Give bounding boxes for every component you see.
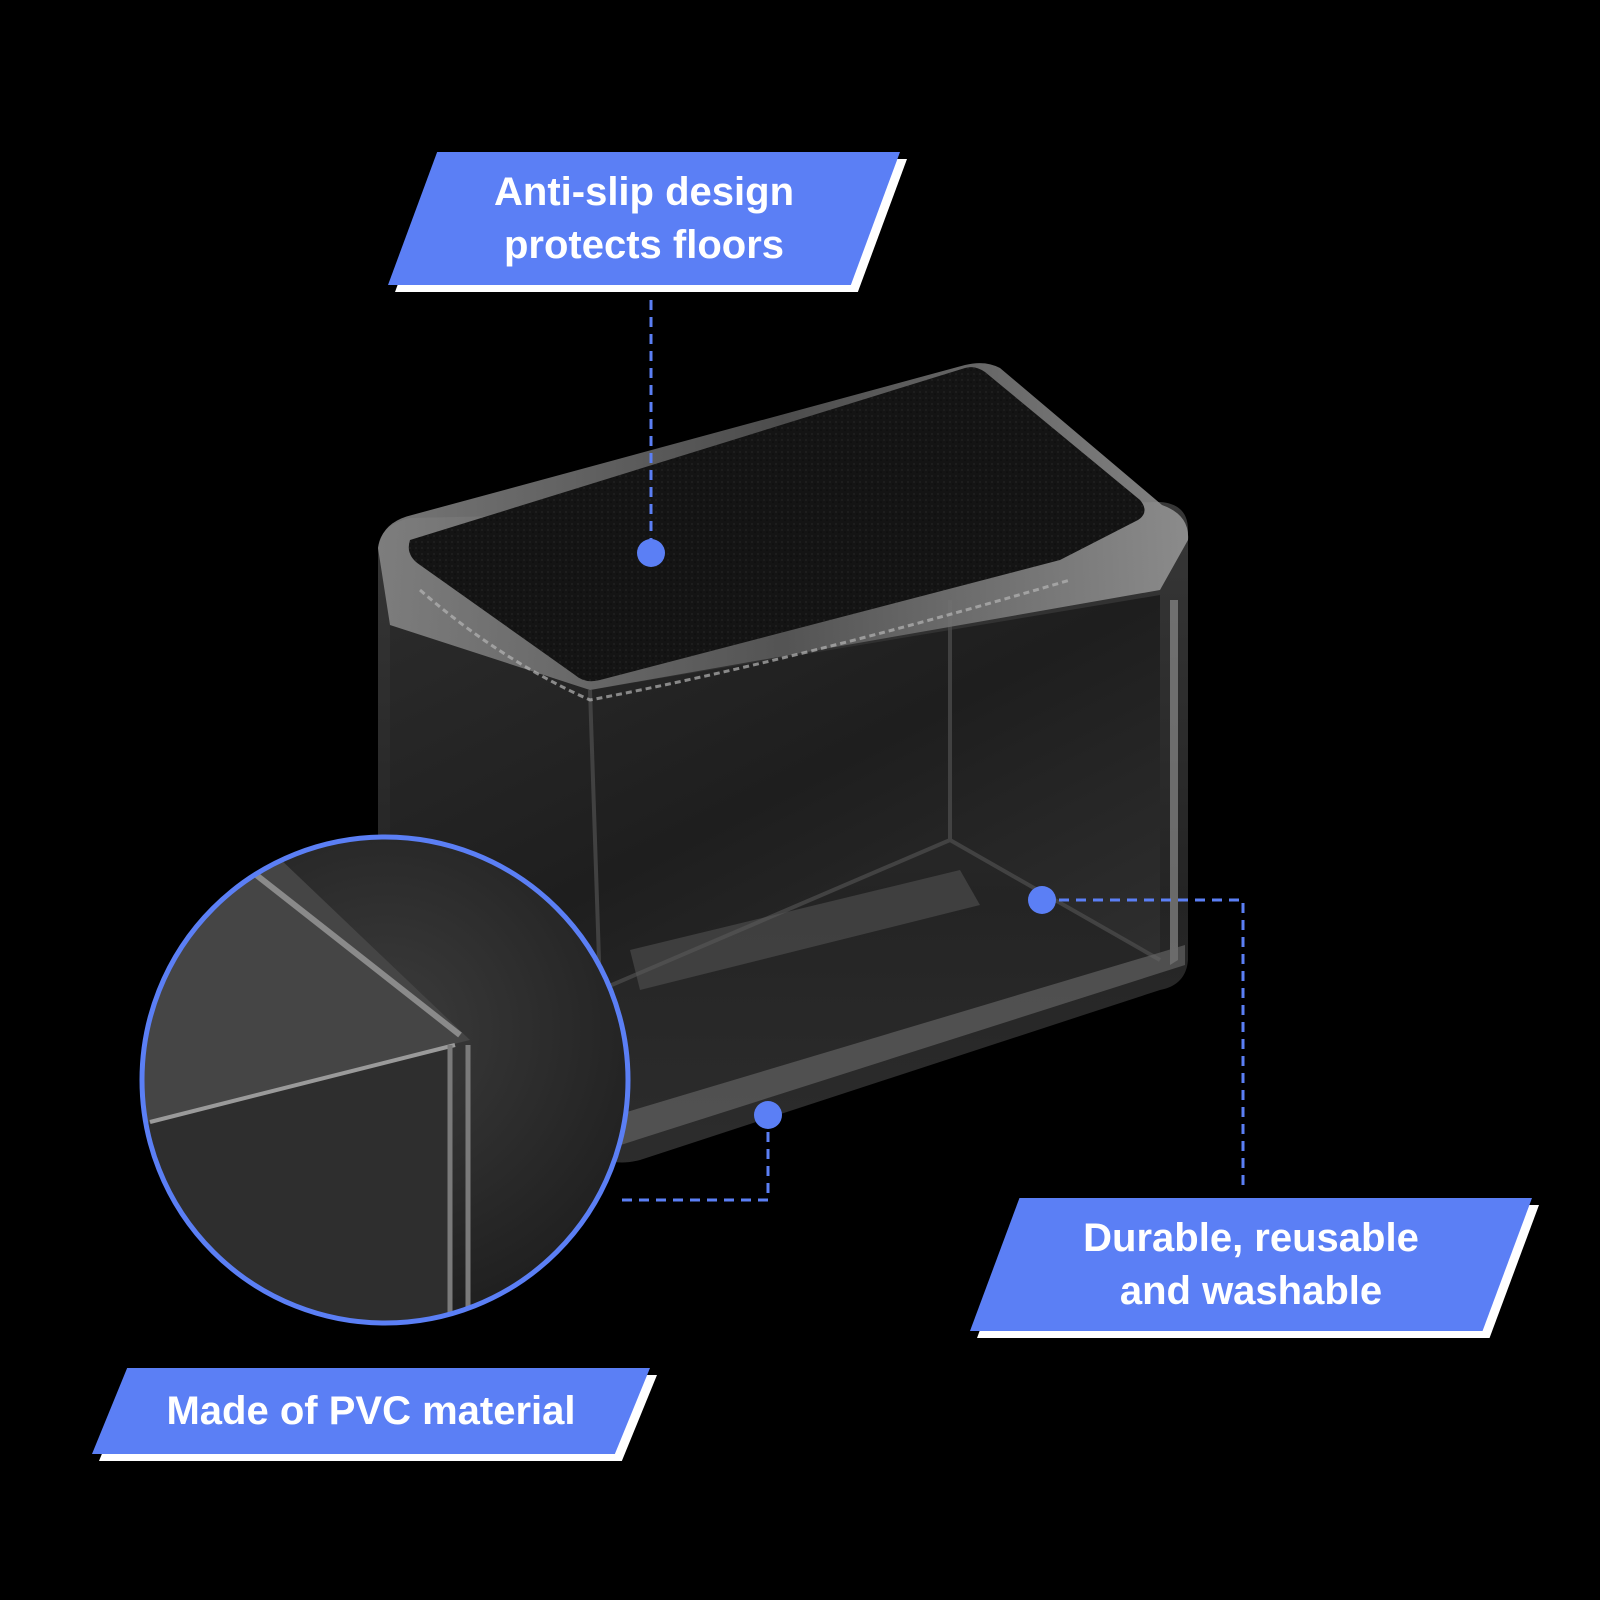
- cap-bottom-lip: [600, 945, 1185, 1150]
- callout-text: Anti-slip design protects floors: [494, 169, 794, 267]
- callout-face: [92, 1368, 650, 1454]
- anchor-dot-right: [1028, 886, 1056, 914]
- connector-right: [1042, 898, 1245, 1190]
- zoom-inset: [139, 834, 631, 1326]
- anchor-dot-top: [637, 539, 665, 567]
- connector-left: [620, 1115, 770, 1202]
- callout-anti-slip: Anti-slip design protects floors: [388, 152, 907, 292]
- callout-text: Durable, reusable and washable: [1083, 1215, 1419, 1313]
- cap-glue-edge: [419, 578, 1071, 702]
- zoom-edge-highlight: [248, 867, 462, 1038]
- callout-durable: Durable, reusable and washable: [970, 1198, 1539, 1338]
- callout-text: Made of PVC material: [166, 1388, 576, 1433]
- callout-face: [388, 152, 900, 285]
- callout-pvc-material: Made of PVC material: [92, 1368, 657, 1461]
- anchor-dot-left: [754, 1101, 782, 1129]
- felt-pad: [408, 367, 1145, 682]
- callout-face: [970, 1198, 1532, 1331]
- cap-reflection: [630, 870, 980, 990]
- cap-inner-wall: [390, 595, 1160, 990]
- connectors: [620, 300, 1245, 1202]
- cap-reflection-2: [1170, 600, 1178, 965]
- zoom-ring: [139, 834, 631, 1326]
- zoom-edge-highlight-2: [149, 1043, 456, 1124]
- zoom-wall-top: [142, 837, 470, 1125]
- zoom-edge-vertical: [447, 1045, 471, 1323]
